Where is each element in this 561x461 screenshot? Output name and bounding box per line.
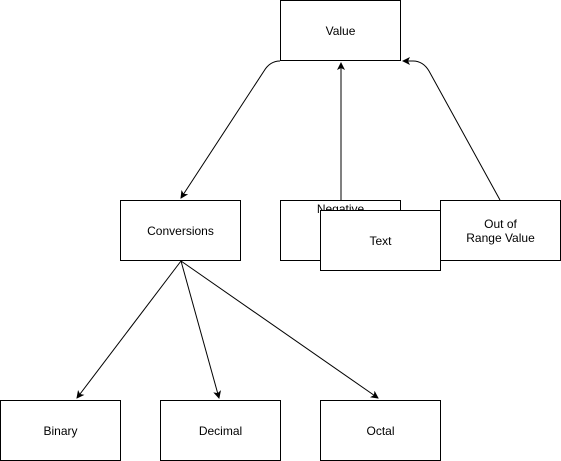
edge-value-to-conversions [180, 60, 281, 199]
node-decimal-label: Decimal [198, 423, 243, 438]
node-octal[interactable]: Octal [320, 400, 441, 461]
node-text-label: Text [369, 233, 392, 248]
node-octal-label: Octal [366, 423, 395, 438]
node-out-of-range-value-label: Out of Range Value [466, 216, 535, 245]
node-binary-label: Binary [43, 423, 78, 438]
node-decimal[interactable]: Decimal [160, 400, 281, 461]
node-out-of-range-value[interactable]: Out of Range Value [440, 200, 561, 261]
node-value[interactable]: Value [280, 0, 401, 61]
node-value-label: Value [325, 23, 356, 38]
node-conversions-label: Conversions [147, 223, 214, 238]
edge-conversions-to-binary [76, 260, 182, 399]
edge-out-of-range-to-value [402, 57, 501, 201]
edge-conversions-to-octal [180, 260, 379, 399]
edge-conversions-to-decimal [180, 260, 221, 399]
node-conversions[interactable]: Conversions [120, 200, 241, 261]
node-binary[interactable]: Binary [0, 400, 121, 461]
node-text[interactable]: Text [320, 210, 441, 271]
